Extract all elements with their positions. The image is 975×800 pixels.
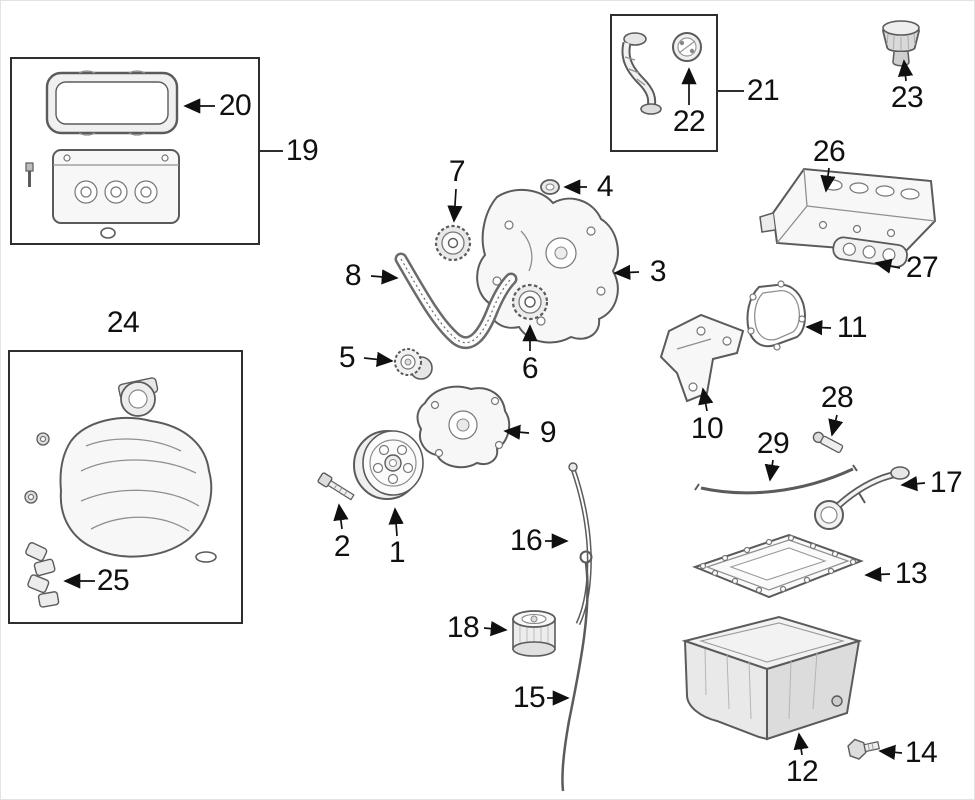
part-valve-cover-gasket bbox=[45, 70, 179, 136]
callout-28: 28 bbox=[820, 381, 854, 414]
part-crank-sprocket bbox=[394, 348, 433, 380]
callout-13: 13 bbox=[894, 557, 928, 590]
callout-arrow-1 bbox=[388, 507, 404, 537]
callout-arrow-29 bbox=[764, 459, 780, 482]
callout-15: 15 bbox=[512, 681, 546, 714]
callout-14: 14 bbox=[904, 736, 938, 769]
part-seal-grommet bbox=[540, 179, 560, 195]
callout-7: 7 bbox=[448, 155, 466, 188]
group-box-24 bbox=[8, 350, 243, 624]
callout-6: 6 bbox=[521, 352, 539, 385]
part-engine-bracket bbox=[659, 313, 745, 403]
part-filler-cap bbox=[672, 32, 702, 62]
callout-27: 27 bbox=[905, 251, 939, 284]
part-oil-filler-tube bbox=[621, 32, 662, 115]
group-box-21 bbox=[610, 14, 718, 152]
part-dipstick-tube bbox=[568, 462, 592, 626]
part-pulley-bolt bbox=[317, 472, 355, 501]
callout-arrow-14 bbox=[878, 744, 903, 761]
callout-arrow-2 bbox=[333, 503, 349, 530]
callout-29: 29 bbox=[756, 427, 790, 460]
callout-arrow-13 bbox=[864, 566, 891, 583]
callout-arrow-12 bbox=[793, 732, 809, 756]
callout-23: 23 bbox=[890, 81, 924, 114]
callout-26: 26 bbox=[812, 135, 846, 168]
callout-18: 18 bbox=[446, 611, 480, 644]
part-cylinder-head bbox=[759, 167, 937, 255]
part-timing-cover-gasket bbox=[746, 280, 806, 351]
callout-8: 8 bbox=[344, 259, 362, 292]
callout-3: 3 bbox=[649, 255, 667, 288]
callout-arrow-26 bbox=[820, 167, 836, 193]
part-valve-cover bbox=[52, 149, 180, 239]
part-oil-filter bbox=[512, 610, 556, 657]
callout-arrow-7 bbox=[447, 188, 463, 223]
callout-4: 4 bbox=[596, 170, 614, 203]
callout-20: 20 bbox=[218, 89, 252, 122]
callout-arrow-23 bbox=[897, 59, 914, 82]
callout-arrow-27 bbox=[874, 258, 901, 274]
part-mount-bolt bbox=[812, 431, 844, 454]
callout-16: 16 bbox=[509, 524, 543, 557]
callout-arrow-18 bbox=[483, 620, 508, 637]
part-timing-belt bbox=[394, 252, 518, 350]
part-camshaft-sprocket bbox=[434, 224, 472, 262]
part-idler-sprocket bbox=[511, 283, 549, 321]
callout-arrow-5 bbox=[363, 351, 394, 367]
part-timing-cover bbox=[476, 188, 619, 344]
callout-arrow-8 bbox=[370, 269, 399, 285]
part-dipstick bbox=[561, 550, 593, 792]
callout-10: 10 bbox=[690, 412, 724, 445]
part-drain-plug bbox=[847, 738, 880, 760]
callout-22: 22 bbox=[672, 105, 706, 138]
callout-24: 24 bbox=[106, 306, 140, 339]
part-oil-pickup-tube bbox=[814, 466, 910, 530]
callout-11: 11 bbox=[836, 311, 868, 344]
part-oil-feed-tube bbox=[694, 464, 858, 495]
callout-5: 5 bbox=[338, 341, 356, 374]
part-manifold-gasket-set bbox=[25, 542, 60, 608]
part-intake-manifold bbox=[24, 377, 217, 563]
part-oil-pan-gasket bbox=[692, 533, 864, 599]
part-valve-cover-bolt bbox=[25, 162, 34, 187]
callout-19: 19 bbox=[285, 134, 319, 167]
callout-arrow-11 bbox=[805, 319, 832, 336]
part-oil-pan bbox=[681, 615, 863, 741]
callout-2: 2 bbox=[333, 530, 351, 563]
callout-25: 25 bbox=[96, 564, 130, 597]
group-box-19 bbox=[10, 57, 260, 245]
part-crankshaft-pulley bbox=[353, 430, 424, 500]
callout-arrow-3 bbox=[613, 264, 640, 281]
callout-leaders bbox=[63, 59, 926, 761]
callout-1: 1 bbox=[388, 536, 406, 569]
part-oil-pump bbox=[416, 385, 511, 469]
callout-17: 17 bbox=[929, 466, 963, 499]
callout-arrow-10 bbox=[698, 387, 714, 412]
callout-arrow-28 bbox=[828, 414, 844, 437]
part-oil-filler-cap bbox=[882, 20, 920, 67]
callout-arrow-17 bbox=[900, 476, 926, 492]
callout-arrow-9 bbox=[503, 424, 530, 440]
callout-21: 21 bbox=[746, 74, 780, 107]
callout-12: 12 bbox=[785, 755, 819, 788]
callout-9: 9 bbox=[539, 416, 557, 449]
